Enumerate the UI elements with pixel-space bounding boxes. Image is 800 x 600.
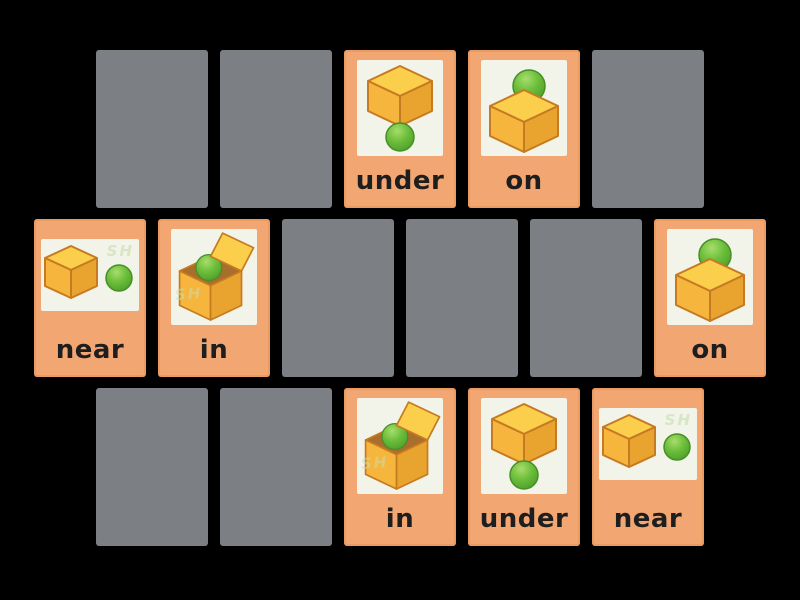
preposition-label: near — [55, 335, 125, 365]
card-in[interactable]: SH in — [158, 219, 270, 377]
card-near[interactable]: SH near — [34, 219, 146, 377]
card-face-down[interactable] — [282, 219, 394, 377]
preposition-label: on — [505, 166, 543, 196]
card-in[interactable]: SH in — [344, 388, 456, 546]
card-on[interactable]: on — [468, 50, 580, 208]
card-face-down[interactable] — [220, 388, 332, 546]
card-row: SH in under SH near — [96, 388, 704, 546]
ball-near-box-icon: SH — [599, 408, 697, 480]
ball-in-box-icon: SH — [171, 229, 257, 325]
preposition-label: in — [385, 504, 415, 534]
card-under[interactable]: under — [468, 388, 580, 546]
preposition-label: in — [199, 335, 229, 365]
card-face-down[interactable] — [96, 50, 208, 208]
card-face-down[interactable] — [96, 388, 208, 546]
card-face-down[interactable] — [406, 219, 518, 377]
card-row: under on — [96, 50, 704, 208]
card-on[interactable]: on — [654, 219, 766, 377]
ball-under-box-icon — [481, 398, 567, 494]
card-near[interactable]: SH near — [592, 388, 704, 546]
card-under[interactable]: under — [344, 50, 456, 208]
preposition-label: on — [691, 335, 729, 365]
ball-under-box-icon — [357, 60, 443, 156]
ball-on-box-icon — [481, 60, 567, 156]
ball-near-box-icon: SH — [41, 239, 139, 311]
ball-on-box-icon — [667, 229, 753, 325]
card-face-down[interactable] — [592, 50, 704, 208]
ball-in-box-icon: SH — [357, 398, 443, 494]
preposition-label: under — [479, 504, 569, 534]
card-face-down[interactable] — [220, 50, 332, 208]
preposition-label: near — [613, 504, 683, 534]
card-face-down[interactable] — [530, 219, 642, 377]
preposition-label: under — [355, 166, 445, 196]
card-row: SH near SH in on — [34, 219, 766, 377]
